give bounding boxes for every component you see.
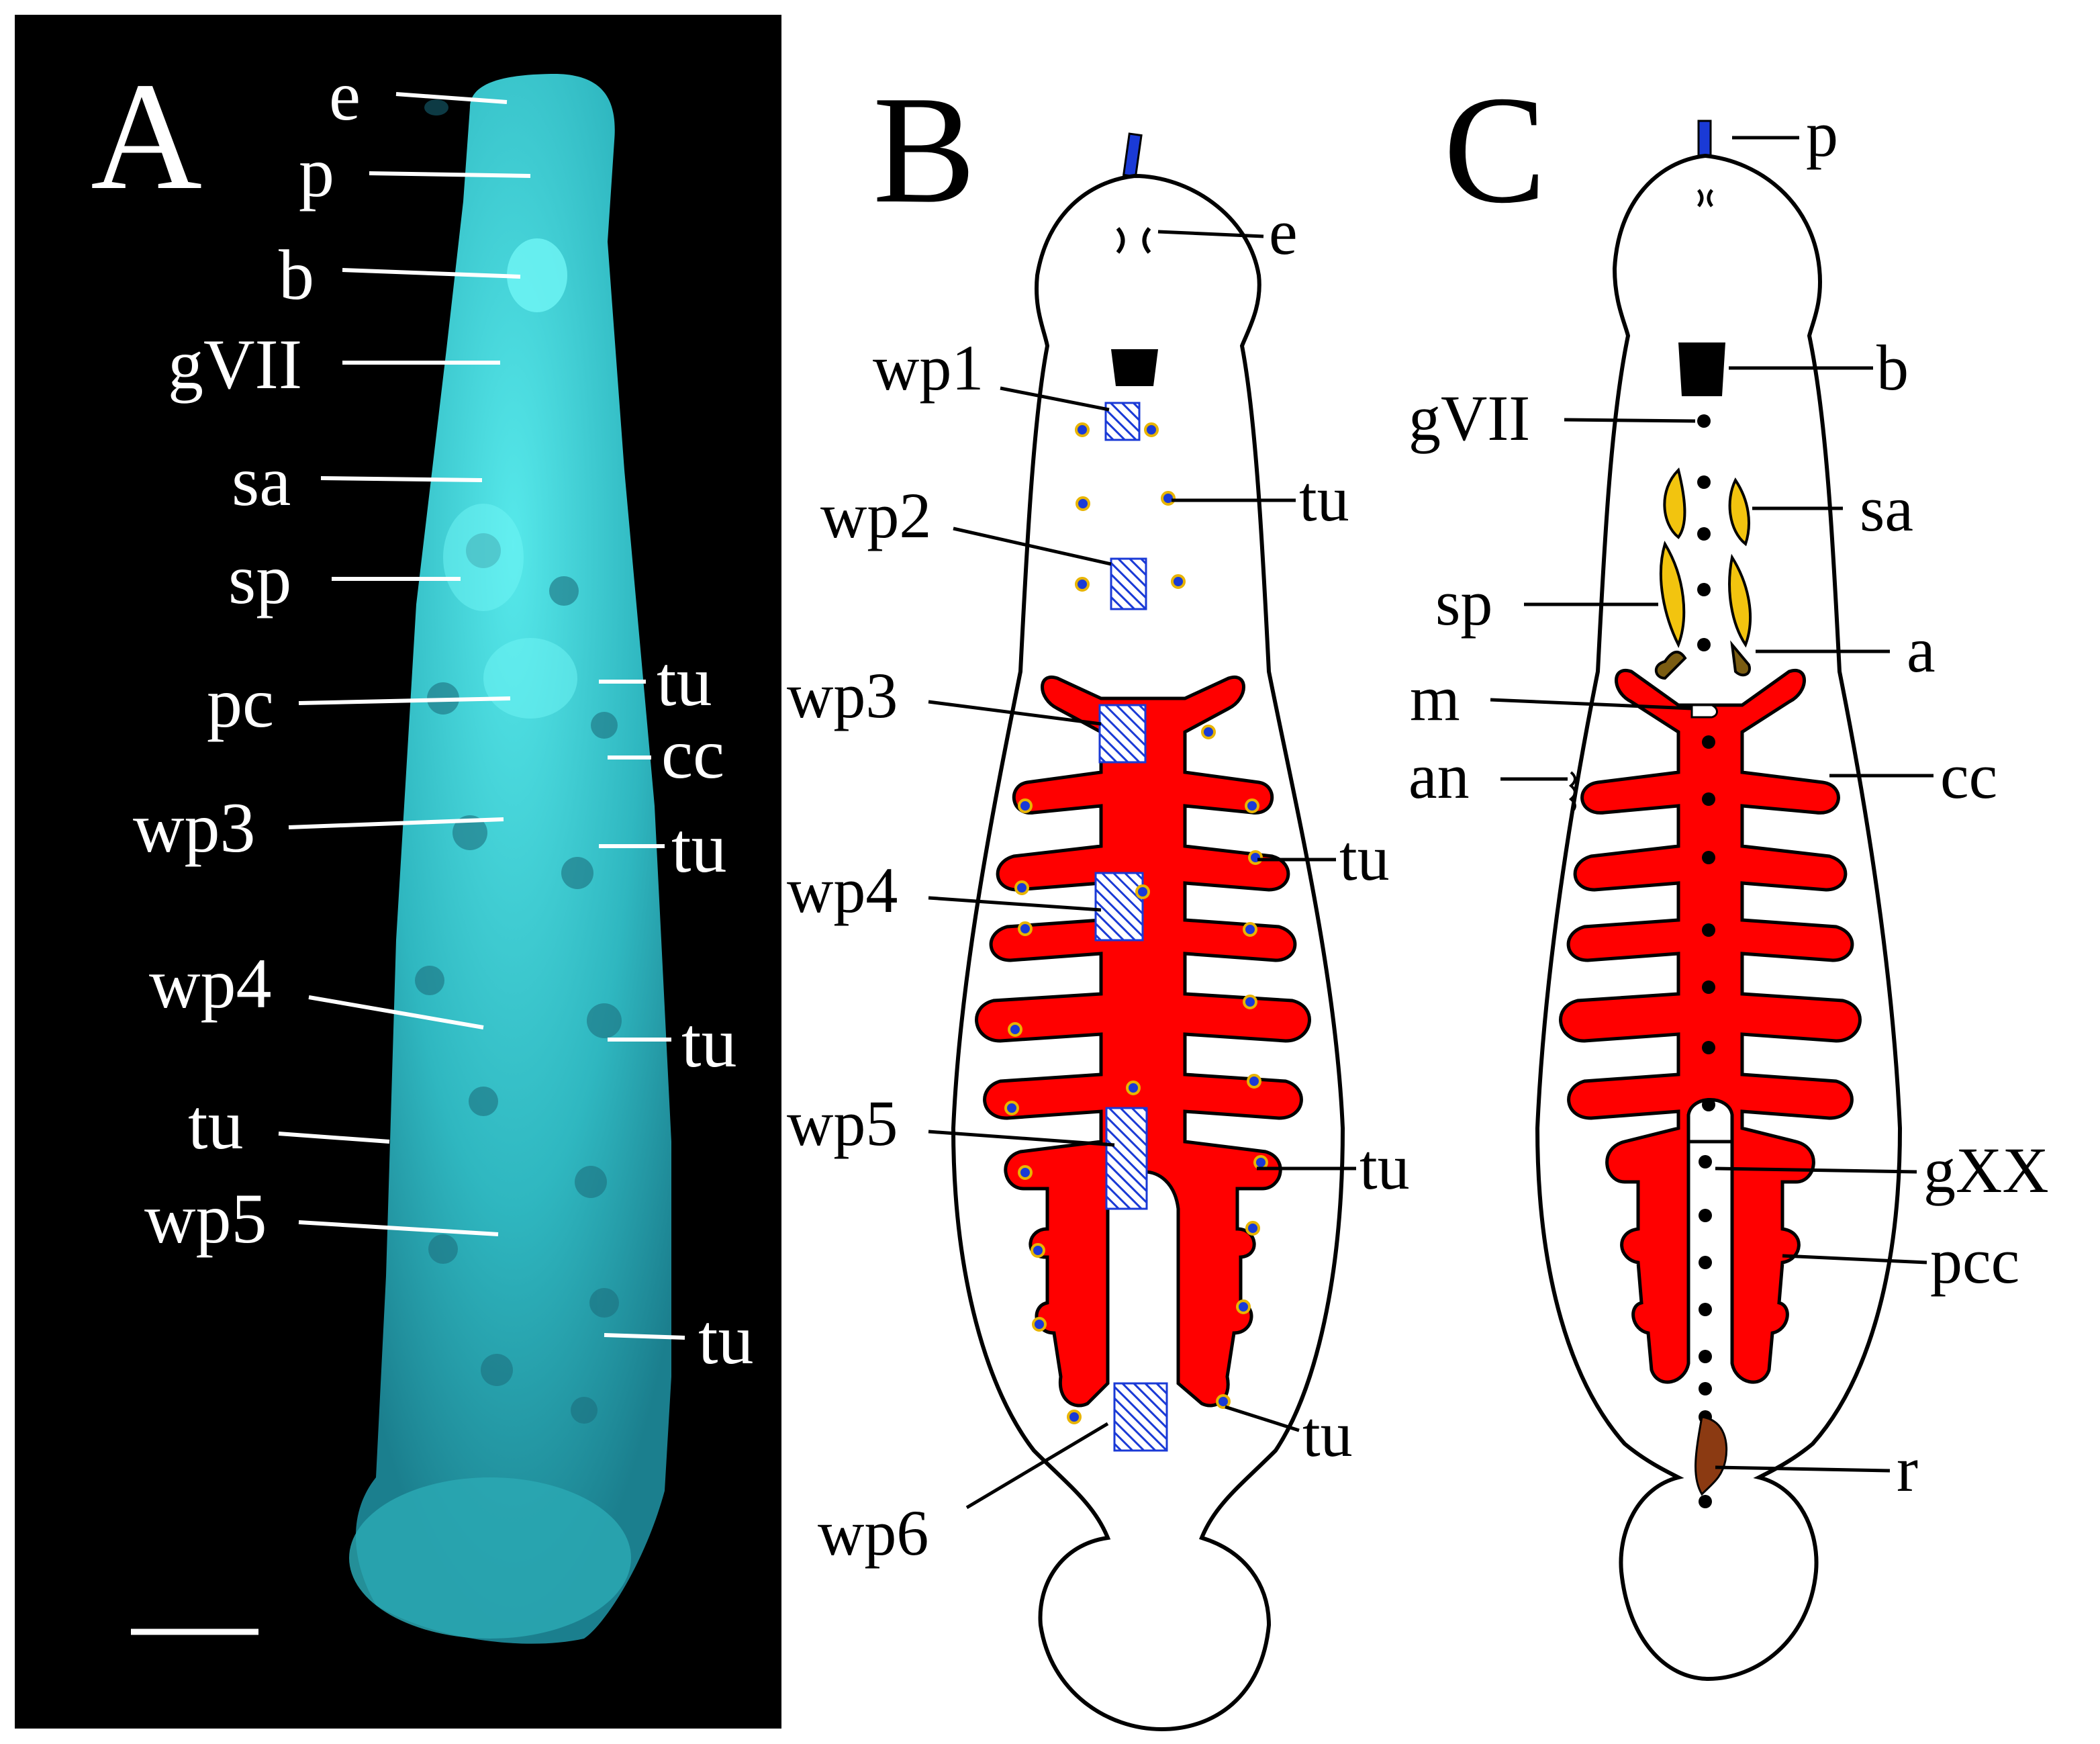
eye-right-b [1142,227,1151,254]
label-b-wp6: wp6 [818,1497,928,1569]
anterior-organ-b [1111,349,1158,386]
label-c-gvii: gVII [1409,382,1530,454]
label-b-tu-4: tu [1302,1398,1353,1470]
label-c-a: a [1907,614,1936,686]
label-b-tu-3: tu [1359,1131,1410,1203]
leader-lines-c [1490,136,1934,1473]
salivary-posterior-right [1728,553,1752,648]
label-b-tu-2: tu [1339,822,1390,894]
label-b-wp1: wp1 [873,332,984,404]
atrium-right [1730,640,1751,677]
anus [1568,771,1576,814]
panel-letter-b: B [873,64,975,235]
label-a-tu-3: tu [681,1003,736,1082]
label-c-pcc: pcc [1930,1225,2019,1297]
salivary-anterior-right [1728,477,1750,547]
wing-patch-wp3 [1098,704,1147,764]
label-a-wp4: wp4 [149,944,272,1023]
eye-left-b [1116,227,1125,254]
label-a-b: b [279,236,314,314]
label-c-m: m [1410,662,1460,734]
label-a-pc: pc [207,663,274,742]
label-a-cc: cc [661,715,724,793]
wing-patch-wp2 [1110,557,1147,610]
label-c-cc: cc [1940,740,1997,812]
wing-patch-wp4 [1094,872,1144,942]
label-c-sp: sp [1435,567,1492,639]
anterior-organ-c [1678,342,1725,396]
wing-patch-wp5 [1105,1107,1148,1210]
wing-patches-b [1094,402,1168,1452]
atrium-left [1654,651,1687,680]
panel-letter-c: C [1443,64,1546,235]
label-b-wp5: wp5 [787,1087,898,1159]
label-a-tu-1: tu [657,642,712,721]
label-a-wp3: wp3 [133,788,256,867]
mouth [1690,704,1718,719]
panel-b: B [787,64,1410,1732]
panel-a: A e p b gVII sa sp p [15,15,781,1729]
label-c-sa: sa [1860,473,1913,545]
label-a-sa: sa [232,442,291,520]
salivary-anterior-left [1663,467,1686,539]
label-c-r: r [1897,1433,1918,1505]
wing-patch-wp6 [1113,1382,1168,1452]
label-b-e: e [1269,196,1298,268]
wing-patch-wp1 [1104,402,1141,441]
proboscis-b [1122,132,1143,178]
label-c-gxx: gXX [1923,1134,2049,1206]
tubercles-b [1004,422,1268,1424]
label-a-sp: sp [228,540,291,618]
label-a-p: p [299,133,334,212]
leader-lines-b [928,230,1356,1510]
label-b-tu-1: tu [1299,463,1349,535]
posterior-sucker-photo [349,1477,631,1639]
label-c-an: an [1409,740,1470,812]
label-b-wp3: wp3 [787,659,898,731]
panel-letter-a: A [91,50,202,222]
label-a-tu-2: tu [671,809,726,887]
label-c-b: b [1876,332,1909,404]
panel-c: C [1409,64,2049,1682]
label-c-p: p [1806,98,1838,170]
label-b-wp4: wp4 [787,854,898,926]
rectum [1695,1416,1728,1496]
salivary-posterior-left [1659,541,1686,649]
leader-lines-a [278,92,685,1340]
label-a-gvii: gVII [168,325,302,404]
label-a-wp5: wp5 [144,1179,267,1258]
label-a-e: e [329,56,361,135]
salivary-glands [1654,467,1752,680]
label-a-tu-5: tu [698,1300,753,1379]
label-a-tu-4: tu [188,1085,243,1164]
label-b-wp2: wp2 [820,479,931,551]
